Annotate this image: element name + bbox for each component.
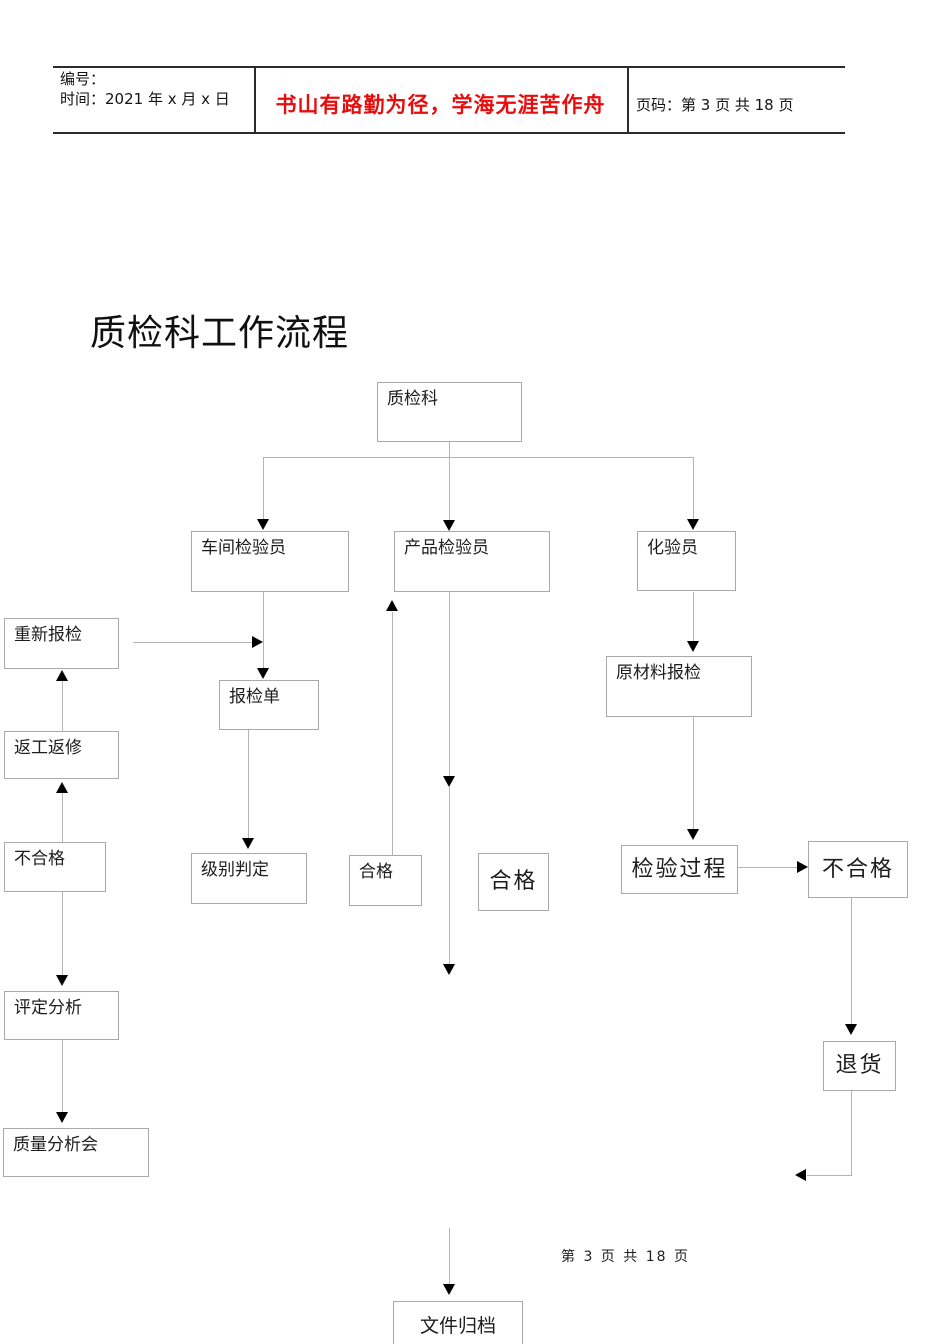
connector-product-down-2 <box>449 787 450 964</box>
connector-to-product <box>449 457 450 520</box>
node-workshop-inspector: 车间检验员 <box>191 531 349 592</box>
node-qualified-large: 合格 <box>478 853 549 911</box>
serial-label: 编号： <box>60 70 106 88</box>
node-re-inspection: 重新报检 <box>4 618 119 669</box>
connector-to-workshop <box>263 457 264 519</box>
connector-to-archive <box>449 1228 450 1284</box>
header-left-cell: 编号： 时间：2021 年 x 月 x 日 <box>60 69 230 109</box>
connector-unqualified-to-return <box>851 898 852 1024</box>
connector-unqualified-to-evaluation <box>62 892 63 975</box>
node-unqualified-right: 不合格 <box>808 841 908 898</box>
header-page-number: 页码：第 3 页 共 18 页 <box>636 96 794 114</box>
header-table-top-border <box>53 66 845 68</box>
arrowhead-return-left <box>795 1169 806 1181</box>
node-file-archiving: 文件归档 <box>393 1301 523 1344</box>
connector-form-to-grade <box>248 730 249 838</box>
arrowhead-to-workshop <box>257 519 269 530</box>
connector-return-down <box>851 1091 852 1175</box>
header-slogan: 书山有路勤为径，学海无涯苦作舟 <box>275 93 606 117</box>
node-quality-dept: 质检科 <box>377 382 522 442</box>
node-product-inspector: 产品检验员 <box>394 531 550 592</box>
footer-page-number: 第 3 页 共 18 页 <box>561 1249 690 1265</box>
arrowhead-unqualified-to-evaluation <box>56 975 68 986</box>
connector-qualified-to-product <box>392 612 393 855</box>
arrowhead-process-to-unqualified <box>797 861 808 873</box>
arrowhead-unqualified-to-rework <box>56 782 68 793</box>
connector-evaluation-to-meeting <box>62 1040 63 1112</box>
arrowhead-to-product <box>443 520 455 531</box>
arrowhead-form-to-grade <box>242 838 254 849</box>
node-inspection-form: 报检单 <box>219 680 319 730</box>
header-table-separator-2 <box>627 66 629 134</box>
node-return-goods: 退货 <box>823 1041 896 1091</box>
arrowhead-qualified-to-product <box>386 600 398 611</box>
arrowhead-rework-to-reinspect <box>56 670 68 681</box>
connector-rework-to-reinspect <box>62 681 63 731</box>
connector-reinspect-to-form <box>133 642 252 643</box>
connector-qc-stem <box>449 442 450 457</box>
connector-process-to-unqualified <box>738 867 797 868</box>
connector-to-assayer <box>693 457 694 519</box>
node-evaluation-analysis: 评定分析 <box>4 991 119 1040</box>
arrowhead-workshop-to-form <box>257 668 269 679</box>
arrowhead-product-down-1 <box>443 776 455 787</box>
node-rework-repair: 返工返修 <box>4 731 119 779</box>
time-label: 时间：2021 年 x 月 x 日 <box>60 90 230 108</box>
connector-branch-spreader <box>263 457 693 458</box>
arrowhead-rawmaterial-to-process <box>687 829 699 840</box>
node-unqualified-left: 不合格 <box>4 842 106 892</box>
arrowhead-reinspect-to-form <box>252 636 263 648</box>
node-inspection-process: 检验过程 <box>621 845 738 894</box>
connector-product-down-1 <box>449 592 450 776</box>
arrowhead-evaluation-to-meeting <box>56 1112 68 1123</box>
connector-workshop-to-form <box>263 592 264 668</box>
node-grade-judgment: 级别判定 <box>191 853 307 904</box>
node-lab-assayer: 化验员 <box>637 531 736 591</box>
connector-return-left <box>807 1175 852 1176</box>
node-qualified-small: 合格 <box>349 855 422 906</box>
arrowhead-unqualified-to-return <box>845 1024 857 1035</box>
arrowhead-to-assayer <box>687 519 699 530</box>
node-quality-analysis-meeting: 质量分析会 <box>3 1128 149 1177</box>
connector-assayer-to-rawmaterial <box>693 592 694 641</box>
header-table-bottom-border <box>53 132 845 134</box>
arrowhead-to-archive <box>443 1284 455 1295</box>
header-table-separator-1 <box>254 66 256 134</box>
page-title: 质检科工作流程 <box>90 313 350 354</box>
connector-rawmaterial-to-process <box>693 717 694 829</box>
arrowhead-product-down-2 <box>443 964 455 975</box>
arrowhead-assayer-to-rawmaterial <box>687 641 699 652</box>
node-raw-material-inspection: 原材料报检 <box>606 656 752 717</box>
connector-unqualified-to-rework <box>62 793 63 842</box>
